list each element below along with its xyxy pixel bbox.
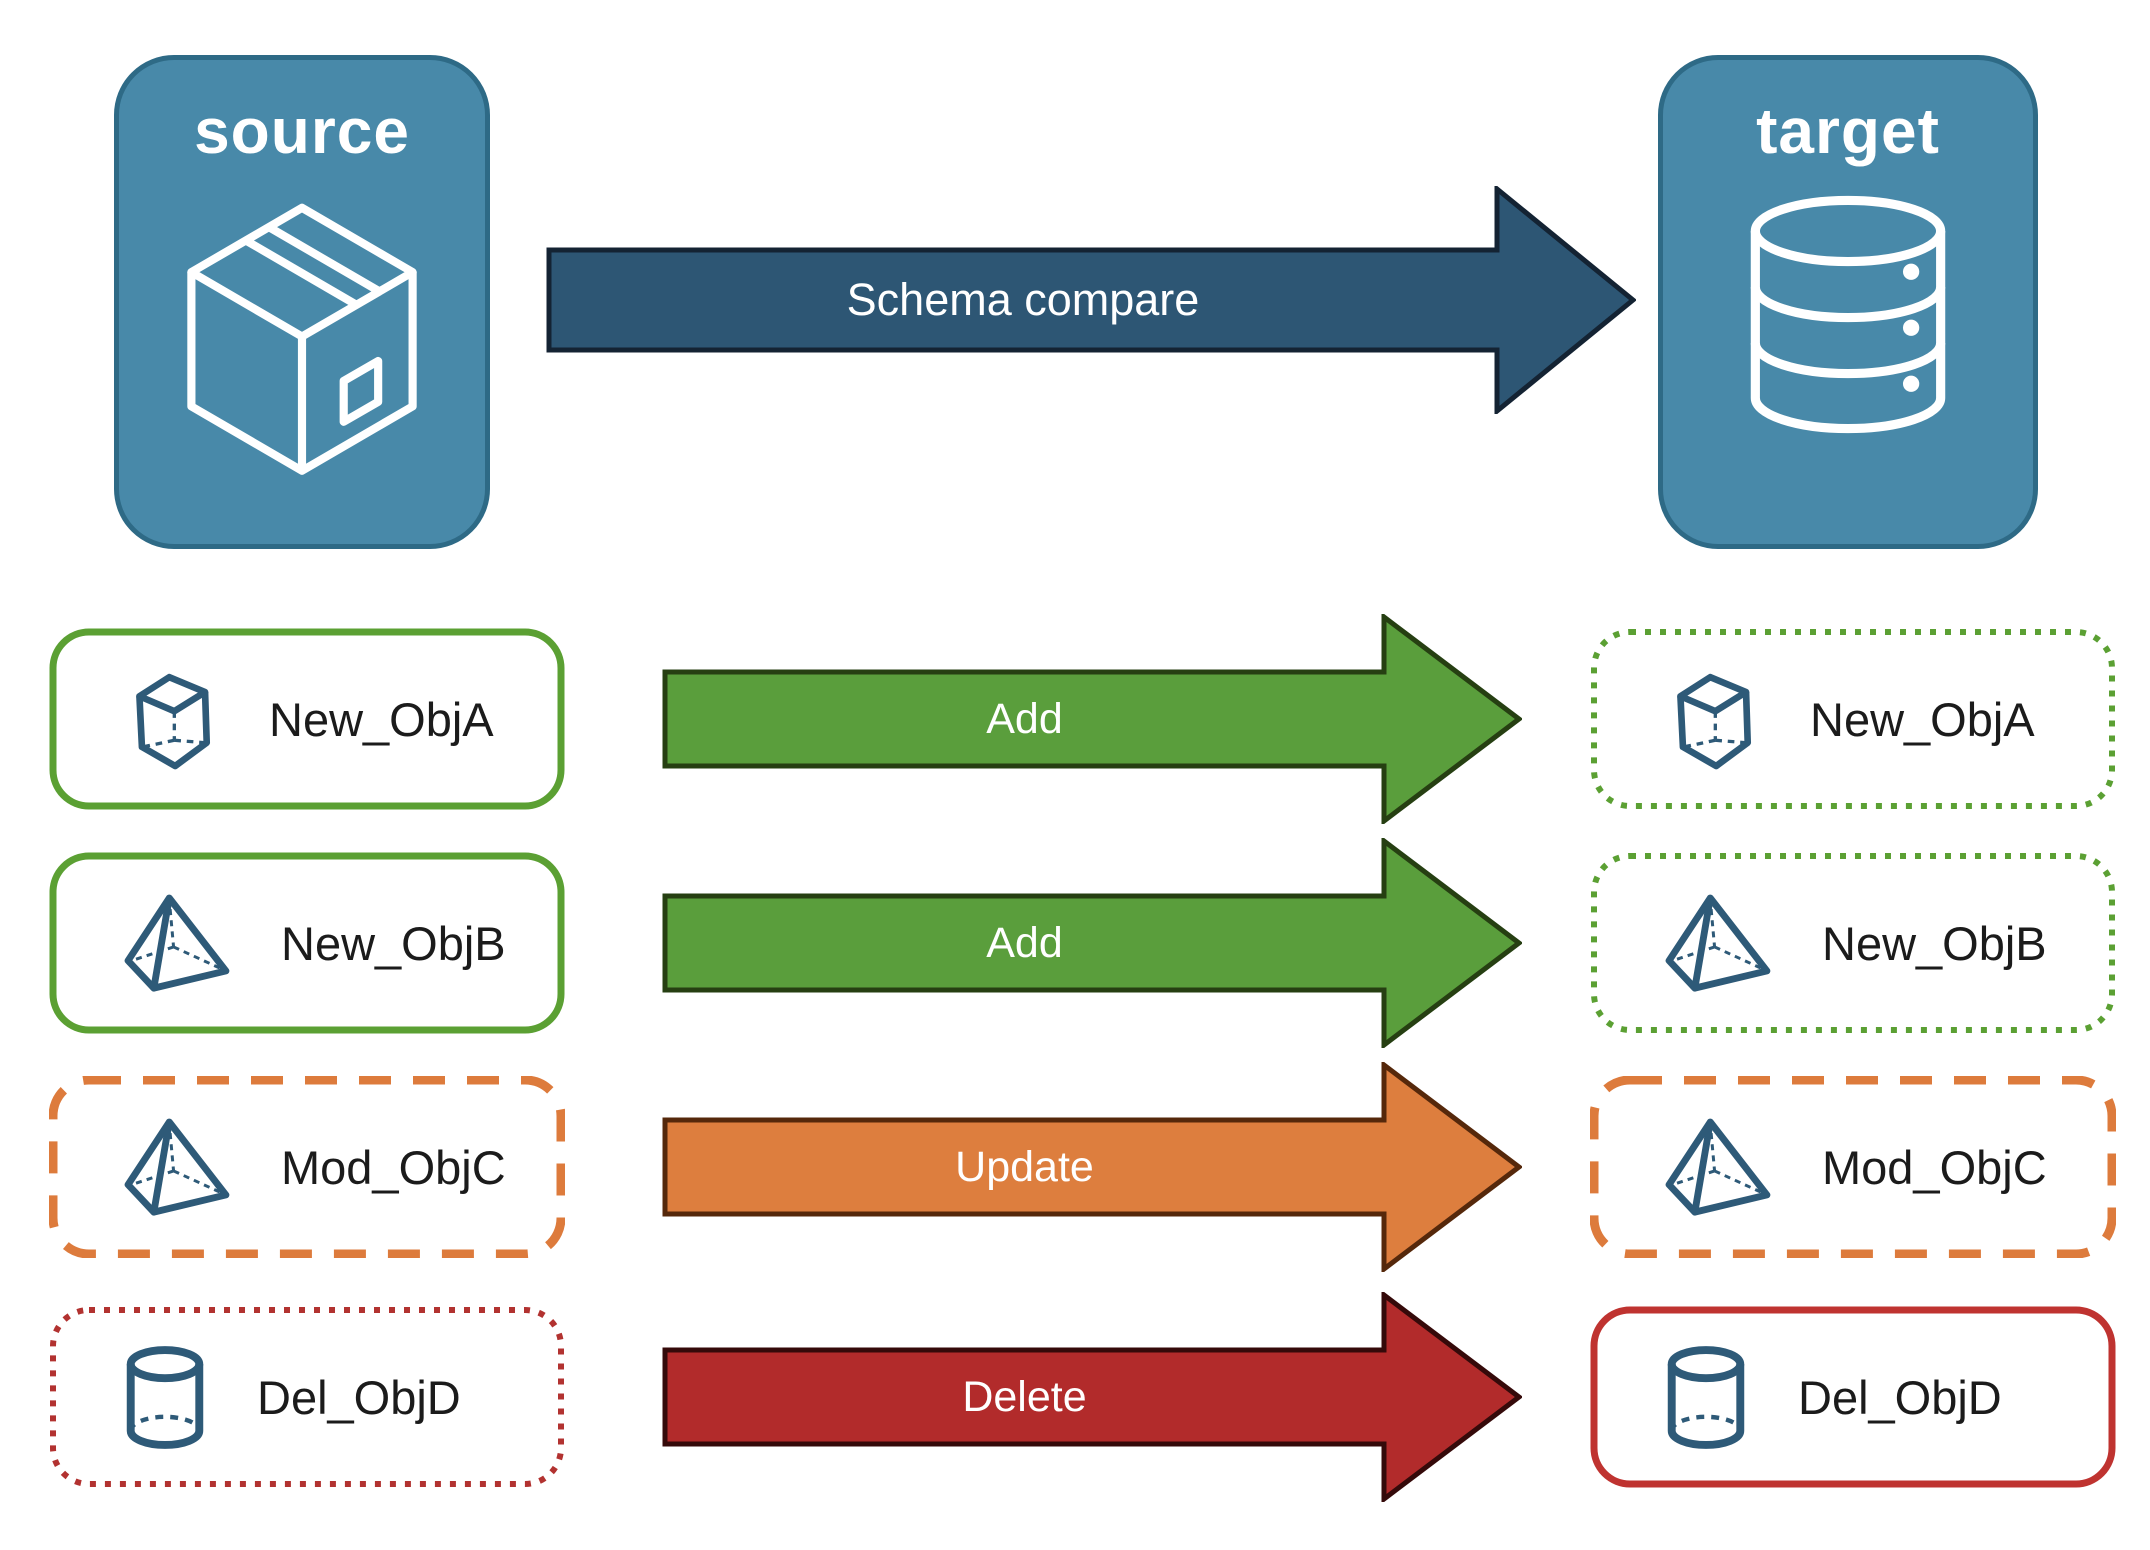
box-border xyxy=(1590,1076,2116,1258)
action-label: Add xyxy=(986,918,1063,967)
object-label: Del_ObjD xyxy=(257,1370,461,1424)
action-label: Delete xyxy=(962,1372,1087,1421)
row-target-box: Del_ObjD xyxy=(1590,1306,2116,1488)
object-label: New_ObjA xyxy=(1810,692,2035,746)
action-arrow-add-1: Add xyxy=(662,614,1522,824)
right-arrow-shape xyxy=(662,838,1522,1048)
row-source-box: Del_ObjD xyxy=(49,1306,565,1488)
target-node: target xyxy=(1658,55,2038,549)
cube-icon xyxy=(1677,673,1752,769)
target-label: target xyxy=(1756,95,1940,167)
source-label: source xyxy=(194,95,410,167)
object-label: Mod_ObjC xyxy=(1822,1140,2047,1194)
schema-compare-label: Schema compare xyxy=(846,274,1200,325)
row-source-box: Mod_ObjC xyxy=(49,1076,565,1258)
action-arrow-add-2: Add xyxy=(662,838,1522,1048)
object-label: Mod_ObjC xyxy=(281,1140,506,1194)
action-label: Update xyxy=(955,1142,1094,1191)
box-border xyxy=(50,1307,564,1487)
action-arrow-delete: Delete xyxy=(662,1292,1522,1502)
pyramid-icon xyxy=(124,1118,230,1216)
source-node: source xyxy=(114,55,490,549)
database-icon xyxy=(1750,195,1946,434)
action-arrow-update: Update xyxy=(662,1062,1522,1272)
cylinder-icon xyxy=(1667,1345,1745,1449)
cube-icon xyxy=(136,673,211,769)
row-target-box: New_ObjA xyxy=(1590,628,2116,810)
pyramid-icon xyxy=(124,894,230,992)
pyramid-icon xyxy=(1665,894,1771,992)
row-source-box: New_ObjA xyxy=(49,628,565,810)
right-arrow-shape xyxy=(662,1062,1522,1272)
object-label: New_ObjB xyxy=(281,916,506,970)
object-label: New_ObjB xyxy=(1822,916,2047,970)
box-border xyxy=(49,1076,565,1258)
object-label: Del_ObjD xyxy=(1798,1370,2002,1424)
row-target-box: Mod_ObjC xyxy=(1590,1076,2116,1258)
action-label: Add xyxy=(986,694,1063,743)
right-arrow-shape xyxy=(662,1292,1522,1502)
right-arrow-shape xyxy=(546,186,1636,414)
package-icon xyxy=(187,203,417,475)
row-target-box: New_ObjB xyxy=(1590,852,2116,1034)
right-arrow-shape xyxy=(662,614,1522,824)
box-border xyxy=(49,628,565,810)
cylinder-icon xyxy=(126,1345,204,1449)
pyramid-icon xyxy=(1665,1118,1771,1216)
object-label: New_ObjA xyxy=(269,692,494,746)
row-source-box: New_ObjB xyxy=(49,852,565,1034)
box-border xyxy=(1590,1306,2116,1488)
box-border xyxy=(49,852,565,1034)
schema-compare-arrow: Schema compare xyxy=(546,186,1636,414)
